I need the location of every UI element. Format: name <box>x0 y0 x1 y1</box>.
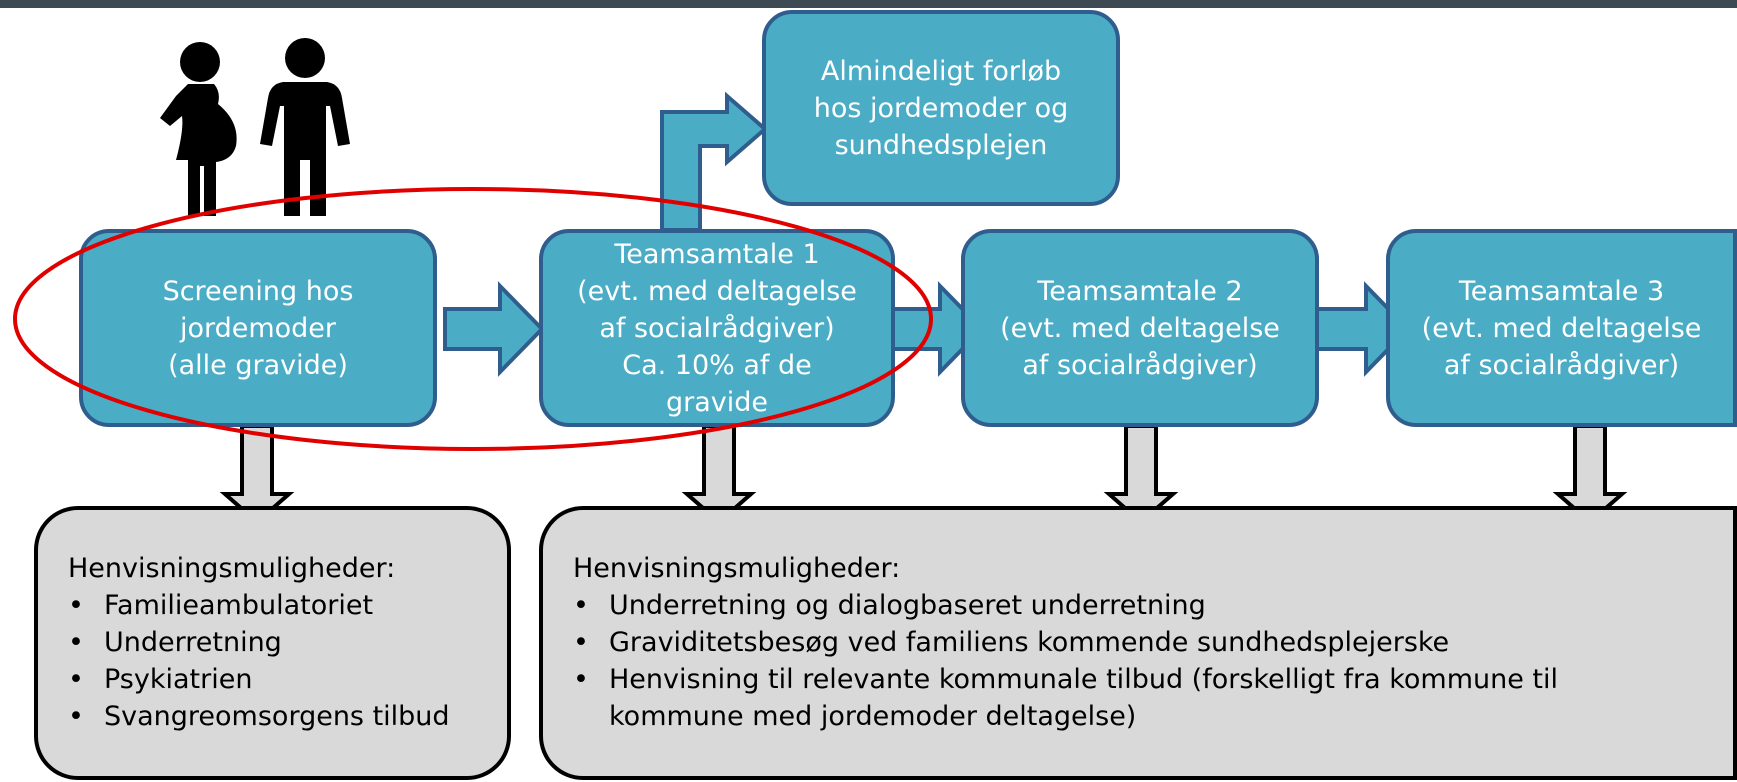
list-item: Underretning <box>68 624 487 661</box>
pregnant-woman-icon <box>160 42 237 216</box>
man-icon <box>260 38 350 216</box>
teamsamtale-3-box: Teamsamtale 3 (evt. med deltagelse af so… <box>1386 229 1737 427</box>
henvisning-panel-right: Henvisningsmuligheder: Underretning og d… <box>539 506 1737 780</box>
almindeligt-forloeb-box: Almindeligt forløb hos jordemoder og sun… <box>762 10 1120 206</box>
list-item: Graviditetsbesøg ved familiens kommende … <box>573 624 1643 661</box>
almindeligt-forloeb-box-text: Almindeligt forløb hos jordemoder og sun… <box>813 55 1069 161</box>
panel-right-list: Underretning og dialogbaseret underretni… <box>573 587 1643 735</box>
list-item: Familieambulatoriet <box>68 587 487 624</box>
panel-left-heading: Henvisningsmuligheder: <box>68 553 396 584</box>
panel-left-list: Familieambulatoriet Underretning Psykiat… <box>68 587 487 735</box>
teamsamtale-3-box-text: Teamsamtale 3 (evt. med deltagelse af so… <box>1421 275 1702 381</box>
screening-box: Screening hos jordemoder (alle gravide) <box>79 229 437 427</box>
teamsamtale-2-box-text: Teamsamtale 2 (evt. med deltagelse af so… <box>1000 275 1280 381</box>
list-item: Underretning og dialogbaseret underretni… <box>573 587 1643 624</box>
teamsamtale-2-box: Teamsamtale 2 (evt. med deltagelse af so… <box>961 229 1319 427</box>
henvisning-panel-left: Henvisningsmuligheder: Familieambulatori… <box>34 506 511 780</box>
teamsamtale-1-box: Teamsamtale 1 (evt. med deltagelse af so… <box>539 229 895 427</box>
panel-right-heading: Henvisningsmuligheder: <box>573 553 901 584</box>
teamsamtale-1-box-text: Teamsamtale 1 (evt. med deltagelse af so… <box>577 238 857 418</box>
list-item: Psykiatrien <box>68 661 487 698</box>
list-item: Svangreomsorgens tilbud <box>68 698 487 735</box>
list-item: Henvisning til relevante kommunale tilbu… <box>573 661 1643 735</box>
screening-box-text: Screening hos jordemoder (alle gravide) <box>162 275 354 381</box>
top-bar <box>0 0 1737 8</box>
